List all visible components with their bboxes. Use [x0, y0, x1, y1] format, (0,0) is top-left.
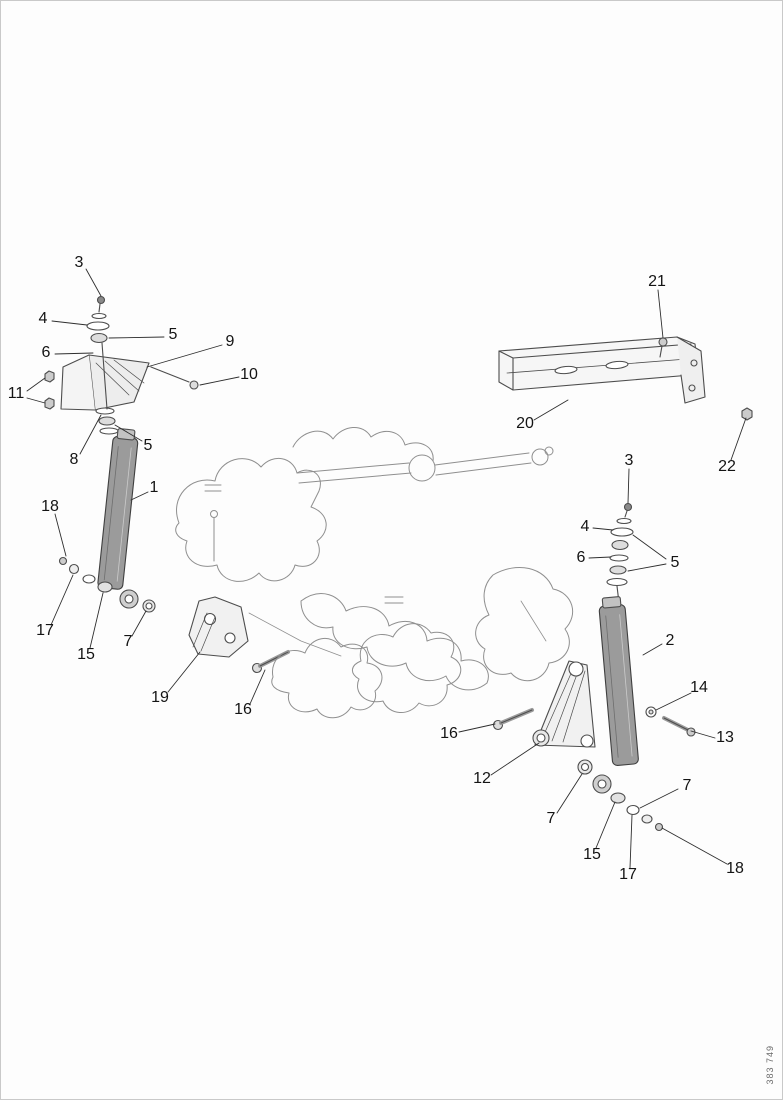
callout-4: 4 — [38, 310, 48, 327]
callout-1: 1 — [149, 479, 159, 496]
crossmember — [498, 336, 753, 421]
right-bottom-hardware — [577, 759, 664, 832]
left-upper-bracket — [44, 354, 199, 411]
callout-13: 13 — [716, 729, 734, 746]
callout-7: 7 — [546, 810, 556, 827]
axle-housing — [175, 427, 574, 719]
callout-18: 18 — [726, 860, 744, 877]
left-mount-stack — [86, 295, 110, 344]
callout-3: 3 — [624, 452, 634, 469]
leader-lines — [26, 268, 747, 869]
callout-6: 6 — [576, 549, 586, 566]
callout-15: 15 — [77, 646, 95, 663]
callout-5: 5 — [143, 437, 153, 454]
callout-5: 5 — [168, 326, 178, 343]
callout-11: 11 — [7, 385, 25, 402]
callout-17: 17 — [36, 622, 54, 639]
callout-8: 8 — [69, 451, 79, 468]
left-lower-washer-stack — [95, 407, 119, 435]
callout-7: 7 — [682, 777, 692, 794]
drawing-number: 383 749 — [765, 1045, 775, 1085]
left-shock-absorber — [97, 342, 139, 609]
callout-22: 22 — [718, 458, 736, 475]
callout-14: 14 — [690, 679, 708, 696]
callout-7: 7 — [123, 633, 133, 650]
callout-2: 2 — [665, 632, 675, 649]
side-washer-and-bolt — [645, 706, 696, 737]
callout-15: 15 — [583, 846, 601, 863]
callout-18: 18 — [41, 498, 59, 515]
callout-17: 17 — [619, 866, 637, 883]
link-bracket — [532, 660, 596, 748]
left-bottom-hardware — [58, 556, 156, 613]
callout-10: 10 — [240, 366, 258, 383]
left-long-bolt — [251, 650, 290, 674]
callout-16: 16 — [440, 725, 458, 742]
callout-6: 6 — [41, 344, 51, 361]
right-mount-stack — [606, 502, 634, 604]
callout-21: 21 — [648, 273, 666, 290]
callout-9: 9 — [225, 333, 235, 350]
callout-3: 3 — [74, 254, 84, 271]
callout-5: 5 — [670, 554, 680, 571]
callout-12: 12 — [473, 770, 491, 787]
callout-19: 19 — [151, 689, 169, 706]
callout-16: 16 — [234, 701, 252, 718]
right-long-bolt — [492, 708, 534, 731]
right-shock-absorber — [592, 596, 639, 794]
callout-20: 20 — [516, 415, 534, 432]
lower-mount-bracket — [188, 596, 249, 658]
callout-4: 4 — [580, 518, 590, 535]
